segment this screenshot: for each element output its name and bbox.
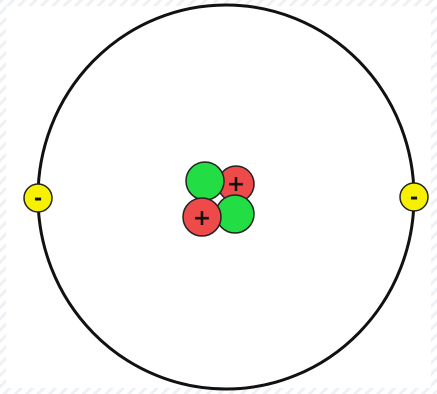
proton-charge-label: + bbox=[227, 172, 245, 197]
nucleus: + + bbox=[183, 162, 254, 236]
electron-charge-label: - bbox=[410, 185, 418, 209]
electron-charge-label: - bbox=[34, 186, 42, 210]
electron-left: - bbox=[24, 184, 52, 212]
neutron-ball-icon bbox=[216, 195, 254, 233]
border-strip-right bbox=[431, 0, 437, 394]
electron-right: - bbox=[400, 183, 428, 211]
proton-charge-label: + bbox=[193, 206, 211, 231]
border-strip-left bbox=[0, 0, 6, 394]
neutron-ball-icon bbox=[186, 162, 224, 200]
